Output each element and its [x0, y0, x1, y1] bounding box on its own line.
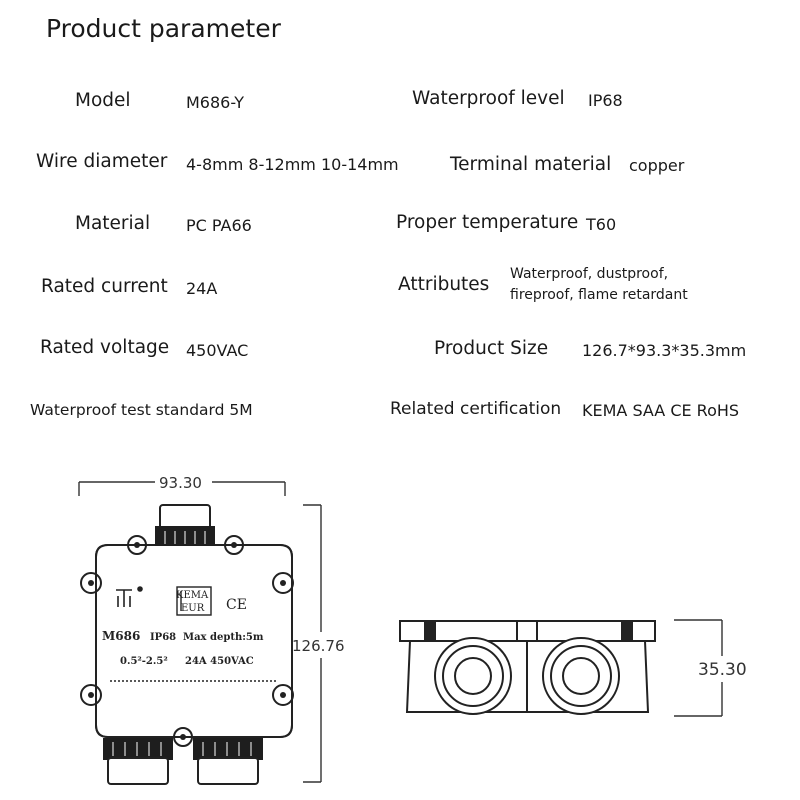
label-ip-text: IP68	[150, 632, 176, 643]
screw-holes	[88, 542, 286, 740]
label-range-text: 0.5²-2.5²	[120, 656, 168, 667]
rated-voltage-value: 450VAC	[186, 341, 249, 360]
label-depth-text: Max depth:5m	[183, 632, 264, 643]
front-view	[80, 535, 294, 747]
model-value: M686-Y	[186, 93, 244, 112]
depth-dim-text: 35.30	[698, 660, 747, 680]
side-gland-left	[434, 637, 512, 715]
width-dim-text: 93.30	[159, 474, 202, 492]
material-label: Material	[75, 213, 151, 234]
attributes-label: Attributes	[398, 274, 490, 295]
terminal-material-label: Terminal material	[450, 154, 612, 175]
proper-temperature-label: Proper temperature	[396, 212, 579, 233]
model-label: Model	[75, 90, 131, 111]
rated-current-label: Rated current	[41, 276, 168, 297]
rated-current-value: 24A	[186, 279, 218, 298]
rated-voltage-label: Rated voltage	[40, 337, 170, 358]
material-value: PC PA66	[186, 216, 252, 235]
height-dim-text: 126.76	[292, 637, 345, 655]
kema-mark-box	[176, 586, 212, 616]
wire-diameter-value: 4-8mm 8-12mm 10-14mm	[186, 155, 399, 174]
wire-diameter-label: Wire diameter	[36, 151, 168, 172]
related-certification-value: KEMA SAA CE RoHS	[582, 401, 740, 420]
product-size-label: Product Size	[434, 338, 549, 359]
product-size-value: 126.7*93.3*35.3mm	[582, 341, 747, 360]
waterproof-level-value: IP68	[588, 91, 623, 110]
terminal-material-value: copper	[629, 156, 685, 175]
side-gland-right	[542, 637, 620, 715]
bottom-right-cable-gland	[193, 738, 263, 785]
label-model-text: M686	[102, 629, 140, 643]
attributes-value-line1: Waterproof, dustproof,	[510, 266, 669, 282]
ce-mark-text: CE	[226, 597, 247, 613]
label-rating-text: 24A 450VAC	[185, 656, 254, 667]
bottom-left-cable-gland	[103, 738, 173, 785]
proper-temperature-value: T60	[586, 215, 617, 234]
top-cable-gland	[155, 504, 215, 546]
waterproof-level-label: Waterproof level	[412, 88, 565, 109]
waterproof-test-label: Waterproof test standard 5M	[30, 401, 253, 419]
page-title: Product parameter	[46, 14, 281, 43]
attributes-value-line2: fireproof, flame retardant	[510, 287, 688, 303]
kema-bottom-text: EUR	[181, 603, 205, 614]
brand-logo-icon	[116, 586, 143, 607]
kema-top-text: KEMA	[176, 590, 209, 601]
related-certification-label: Related certification	[390, 399, 562, 419]
